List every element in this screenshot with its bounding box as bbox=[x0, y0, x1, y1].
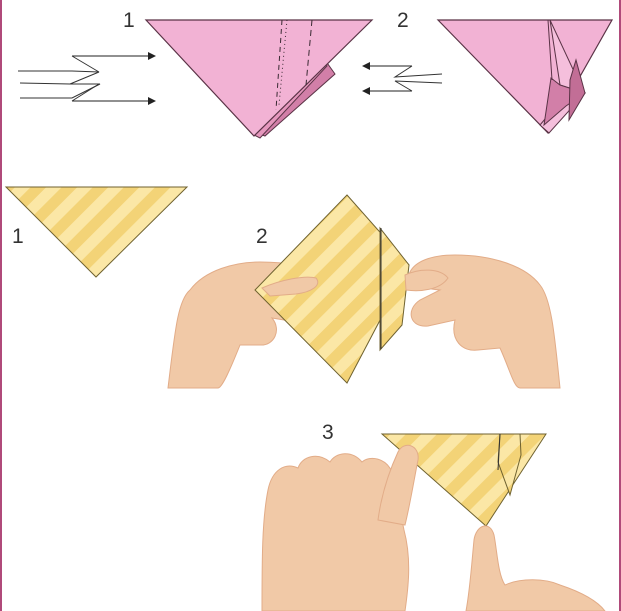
push-arrows-right bbox=[362, 62, 443, 95]
page-border-right bbox=[619, 0, 621, 611]
top-step-2-number: 2 bbox=[397, 9, 409, 32]
bottom-step-2-number: 2 bbox=[256, 225, 268, 248]
bottom-step-3-number: 3 bbox=[322, 421, 334, 444]
bottom-step-1-figure bbox=[4, 186, 189, 278]
top-step-1-number: 1 bbox=[123, 9, 135, 32]
push-arrows-left bbox=[18, 52, 156, 105]
bottom-step-3-figure bbox=[261, 433, 606, 611]
page-border-left bbox=[0, 0, 2, 611]
bottom-step-2-figure bbox=[167, 194, 561, 389]
top-step-2-figure bbox=[436, 19, 614, 134]
bottom-step-1-number: 1 bbox=[12, 225, 24, 248]
top-step-1-figure bbox=[144, 19, 374, 139]
